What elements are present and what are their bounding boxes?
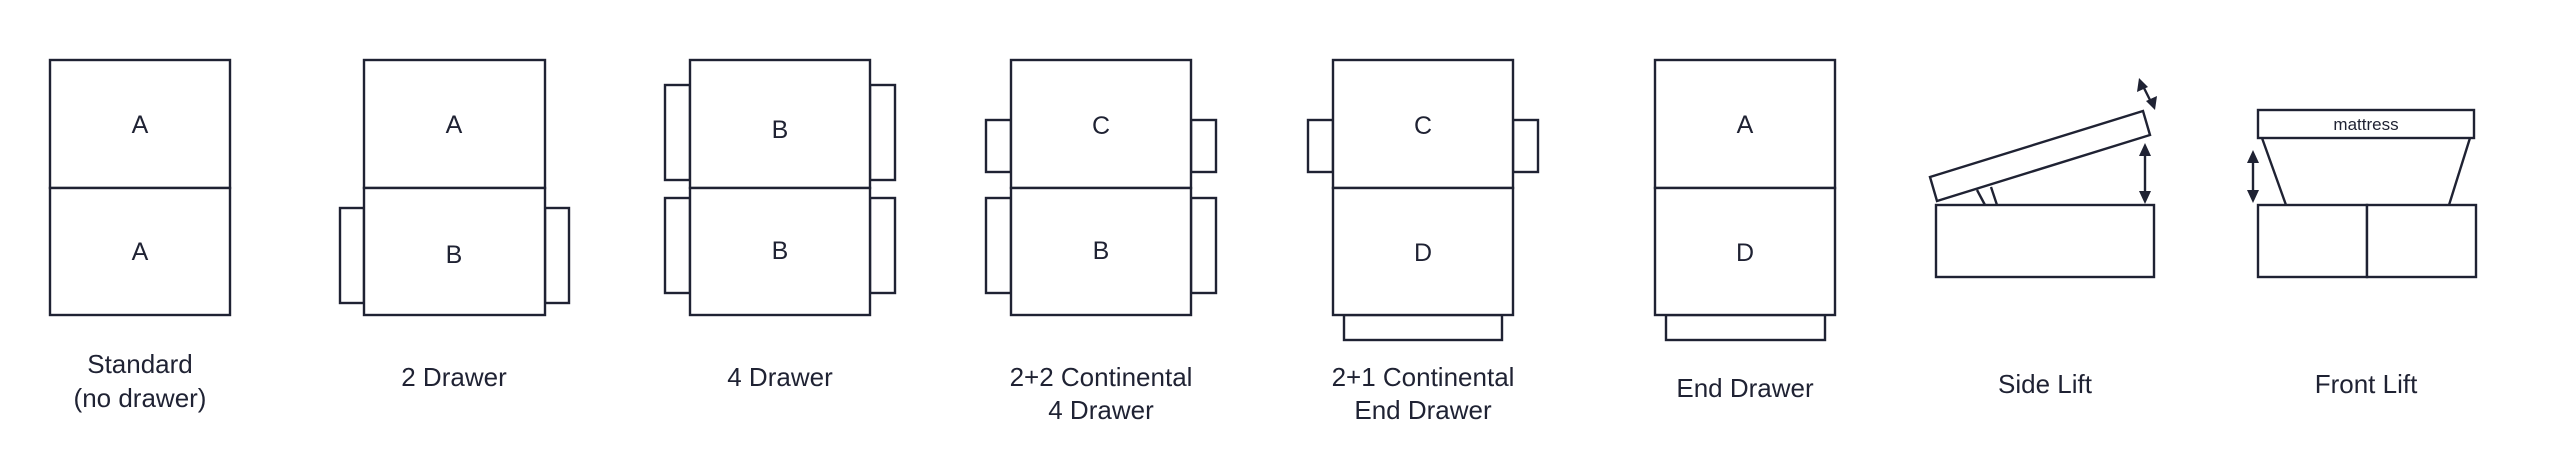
variant-continental-2-1: C D 2+1 Continental End Drawer bbox=[1306, 58, 1540, 425]
bottom-letter: D bbox=[1414, 239, 1432, 267]
drawer-bottom-left bbox=[663, 196, 692, 295]
drawer-right bbox=[543, 206, 571, 305]
base-box-left bbox=[2256, 203, 2369, 279]
bed-bottom-half bbox=[1009, 186, 1193, 317]
arrowhead-down bbox=[2247, 190, 2259, 203]
caption-line-2: (no drawer) bbox=[74, 383, 207, 413]
base-box-right bbox=[2365, 203, 2478, 279]
top-letter: C bbox=[1092, 112, 1110, 140]
bed-bottom-half bbox=[48, 186, 232, 317]
lifted-platform bbox=[1928, 109, 2152, 203]
drawer-top-left bbox=[663, 83, 692, 182]
front-lift-side-left bbox=[2260, 137, 2288, 206]
mattress-box bbox=[2256, 108, 2476, 140]
caption-line-1: Side Lift bbox=[1998, 369, 2093, 399]
drawer-top-right bbox=[868, 83, 897, 182]
caption-line-1: 2+2 Continental bbox=[1010, 362, 1193, 392]
lift-strut bbox=[1989, 186, 1999, 206]
bed-top-half bbox=[48, 58, 232, 190]
caption-line-1: Standard bbox=[87, 349, 193, 379]
arrowhead-tilt-top bbox=[2137, 78, 2148, 92]
bottom-letter: B bbox=[446, 241, 463, 269]
bottom-letter: A bbox=[132, 238, 149, 266]
bottom-letter: B bbox=[772, 237, 789, 265]
base-box bbox=[1934, 203, 2156, 279]
caption-line-1: 2 Drawer bbox=[401, 362, 507, 392]
caption-line-2: End Drawer bbox=[1354, 395, 1492, 425]
caption-line-1: 2+1 Continental bbox=[1332, 362, 1515, 392]
variant-standard: A A Standard (no drawer) bbox=[48, 58, 232, 413]
top-letter: A bbox=[446, 111, 463, 139]
caption-line-1: Front Lift bbox=[2315, 369, 2418, 399]
variant-two-drawer: A B 2 Drawer bbox=[338, 58, 571, 392]
mattress-label: mattress bbox=[2333, 115, 2398, 134]
end-drawer bbox=[1664, 313, 1827, 342]
top-letter: B bbox=[772, 116, 789, 144]
arrowhead-up bbox=[2139, 143, 2151, 156]
drawer-bottom-right bbox=[868, 196, 897, 295]
lift-strut bbox=[1975, 189, 1987, 206]
end-drawer bbox=[1342, 313, 1504, 342]
drawer-left-small bbox=[1306, 118, 1335, 174]
variant-front-lift: mattress Front Lift bbox=[2247, 108, 2478, 399]
drawer-top-left-small bbox=[984, 118, 1013, 174]
top-letter: A bbox=[132, 111, 149, 139]
variant-side-lift: Side Lift bbox=[1928, 78, 2157, 399]
arrowhead-down bbox=[2139, 191, 2151, 204]
variant-four-drawer: B B 4 Drawer bbox=[663, 58, 897, 392]
bottom-letter: D bbox=[1736, 239, 1754, 267]
top-letter: C bbox=[1414, 112, 1432, 140]
arrowhead-up bbox=[2247, 150, 2259, 163]
caption-line-2: 4 Drawer bbox=[1048, 395, 1154, 425]
top-letter: A bbox=[1737, 111, 1754, 139]
bed-bottom-half bbox=[1653, 186, 1837, 317]
caption-line-1: End Drawer bbox=[1676, 373, 1814, 403]
bed-top-half bbox=[1653, 58, 1837, 190]
drawer-bottom-right bbox=[1189, 196, 1218, 295]
arrowhead-tilt-bottom bbox=[2146, 96, 2157, 110]
bed-bottom-half bbox=[688, 186, 872, 317]
variant-end-drawer: A D End Drawer bbox=[1653, 58, 1837, 403]
front-lift-side-right bbox=[2447, 137, 2472, 206]
caption-line-1: 4 Drawer bbox=[727, 362, 833, 392]
bottom-letter: B bbox=[1093, 237, 1110, 265]
bed-bottom-half bbox=[1331, 186, 1515, 317]
drawer-right-small bbox=[1511, 118, 1540, 174]
drawer-left bbox=[338, 206, 366, 305]
bed-top-half bbox=[362, 58, 547, 190]
bed-bottom-half bbox=[362, 186, 547, 317]
drawer-bottom-left bbox=[984, 196, 1013, 295]
variant-continental-2-2: C B 2+2 Continental 4 Drawer bbox=[984, 58, 1218, 425]
drawer-top-right-small bbox=[1189, 118, 1218, 174]
